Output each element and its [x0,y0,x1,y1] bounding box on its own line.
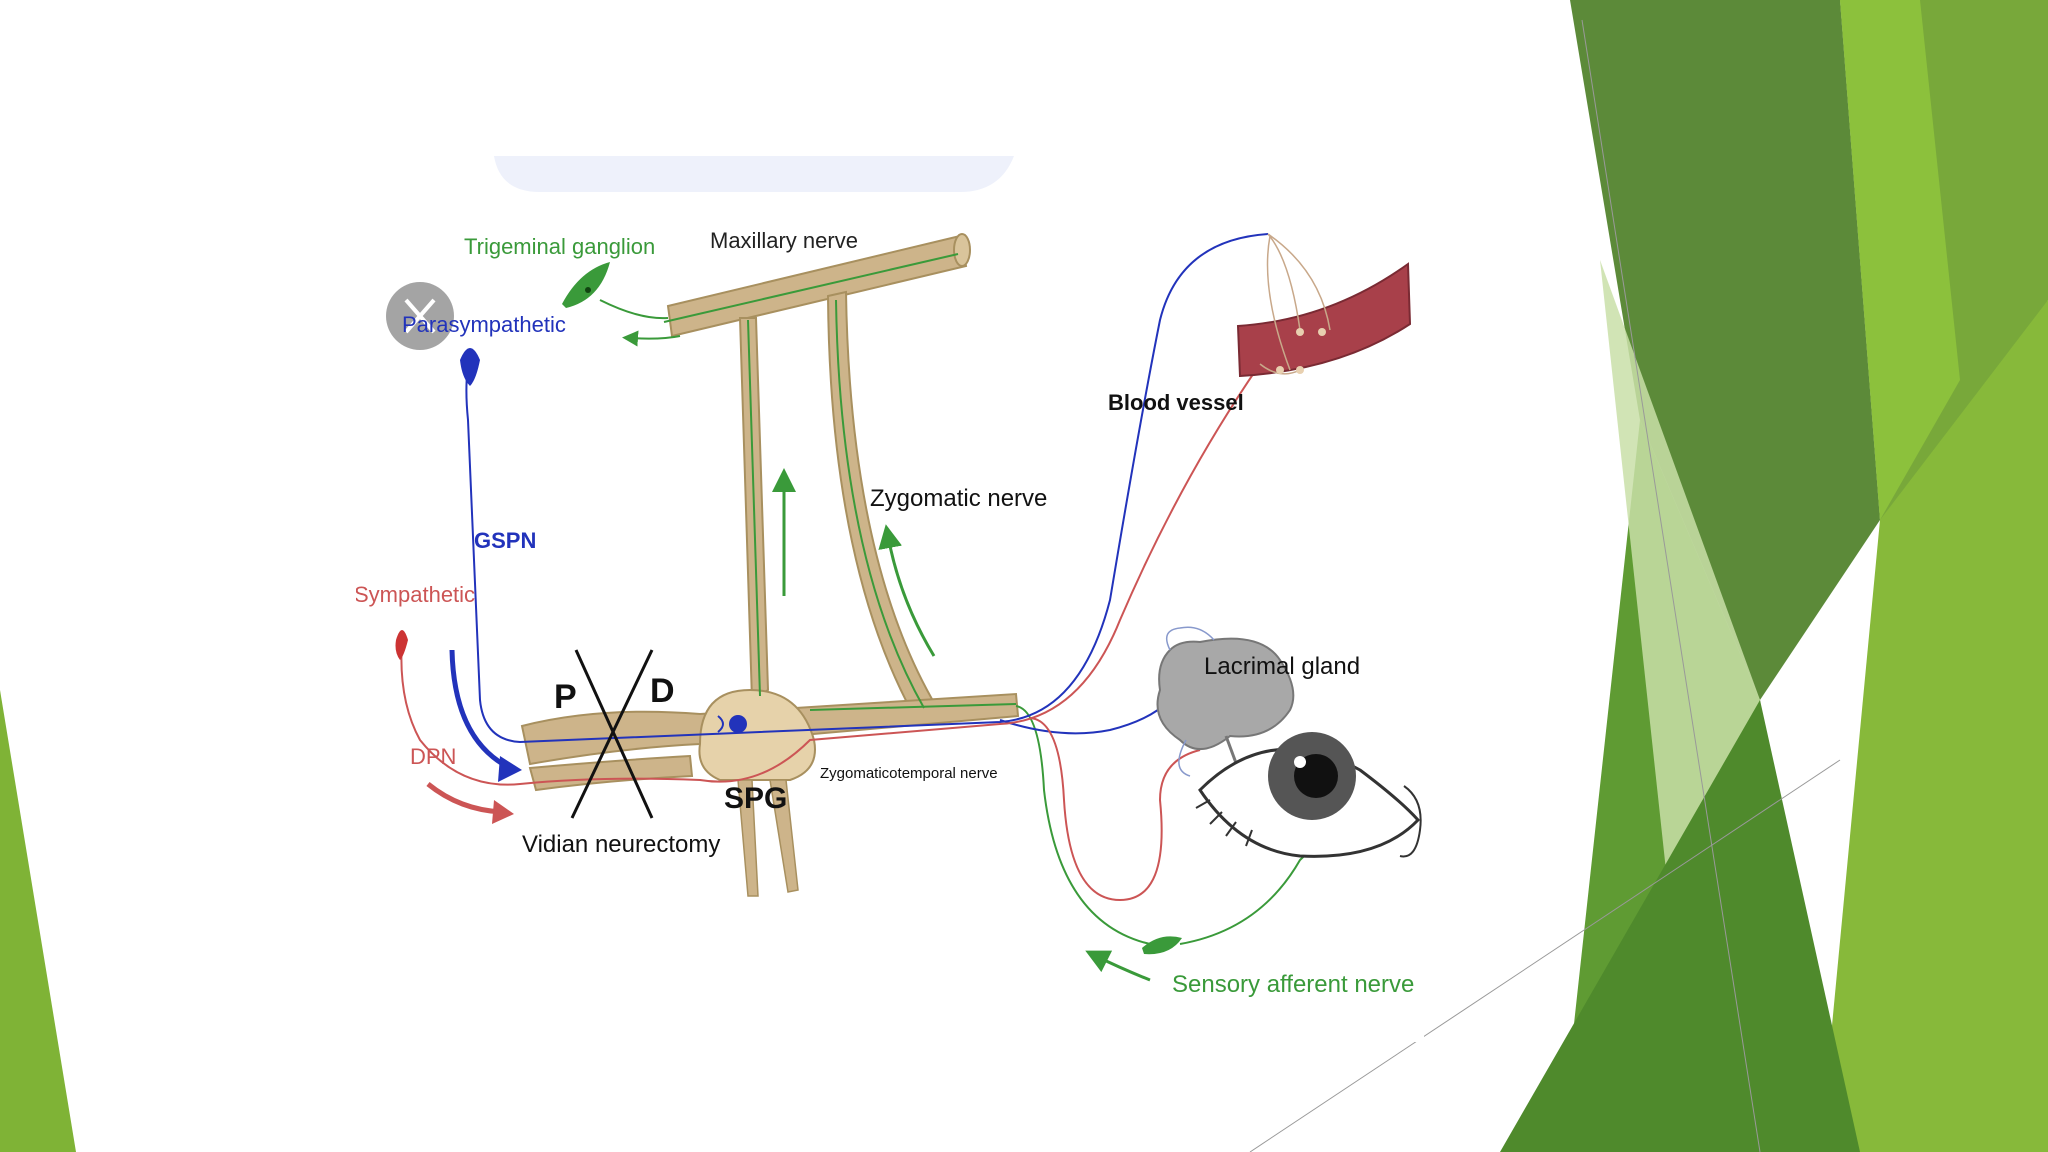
blue-arrow-gspn [449,649,512,771]
neurectomy-x-line-1 [574,649,654,819]
faint-pill [494,156,1014,192]
label-p: P [554,678,577,716]
label-spg: SPG [724,782,787,815]
right-facet-1 [1570,0,1880,700]
green-fiber-trunk [809,703,1017,711]
label-d: D [650,672,675,710]
green-fiber-maxillary [663,253,959,323]
right-facet-3 [1820,300,2048,1152]
red-fiber-lower [1029,717,1201,902]
green-arrow-trigeminal [622,330,681,347]
red-fiber-dpn [400,363,1261,786]
label-sympathetic: Sympathetic [356,582,475,607]
red-arrow-dpn [426,782,503,815]
left-green-accent [0,690,76,1152]
vessel-innervation [1259,233,1331,375]
neurectomy-x-line-2 [570,649,654,819]
parasympathetic-cell-body [460,348,480,386]
eye-lashes [1195,799,1253,847]
label-maxillary-nerve: Maxillary nerve [710,228,858,253]
label-zygomatic-nerve: Zygomatic nerve [870,485,1047,512]
spg-root-1 [737,779,759,897]
green-arrow-up-2 [878,524,936,657]
green-fiber-to-ganglion [599,299,669,320]
blue-fiber-gspn [465,233,1269,744]
gland-vessels [1165,626,1215,777]
label-trigeminal-ganglion: Trigeminal ganglion [464,234,655,259]
vessel-terminal-4 [1296,366,1304,374]
right-facet-6 [1500,700,1860,1152]
label-sensory-afferent-nerve: Sensory afferent nerve [1172,971,1414,998]
label-lacrimal-gland: Lacrimal gland [1204,653,1360,680]
eye-highlight [1294,756,1306,768]
vessel-terminal-2 [1318,328,1326,336]
spg-ganglion [698,688,816,781]
eye-side [1399,785,1422,858]
label-vidian-neurectomy: Vidian neurectomy [522,831,720,858]
sensory-afferent-cell [1142,936,1182,955]
green-arrow-sensory [1085,950,1151,982]
vessel-terminal-3 [1276,366,1284,374]
spg-synapse-terminal [717,715,724,733]
blood-vessel [1236,262,1412,378]
trigeminal-ganglion-nucleus [585,287,591,293]
label-zygomaticotemporal-nerve: Zygomaticotemporal nerve [820,765,998,782]
close-icon[interactable] [386,282,454,350]
nerve-diagram: Trigeminal ganglion Maxillary nerve Para… [354,228,1422,998]
nerve-pathway-figure: Trigeminal ganglion Maxillary nerve Para… [354,222,1424,1042]
spg-synapse-blue [729,715,747,733]
red-arrow-head [492,800,514,824]
green-fiber-sensory [1015,705,1161,947]
label-dpn: DPN [410,744,456,769]
trigeminal-ganglion-cell [562,262,610,308]
blue-arrow-head [498,756,522,782]
right-facet-7 [1840,0,1960,520]
vessel-terminal-1 [1296,328,1304,336]
maxillary-nerve-end [953,233,971,267]
thin-line-2 [1249,759,1841,1152]
thin-line-1 [1581,19,1761,1152]
label-parasympathetic: Parasympathetic [402,312,566,337]
lower-nerve-branch [528,754,694,792]
green-fiber-branch-left [747,319,761,697]
green-fiber-zygomatic [835,299,925,709]
label-gspn: GSPN [474,528,536,553]
blue-fiber-lacrimal [999,699,1171,735]
sympathetic-cell-body [395,630,408,660]
label-blood-vessel: Blood vessel [1108,390,1244,415]
spg-root-2 [769,779,799,893]
